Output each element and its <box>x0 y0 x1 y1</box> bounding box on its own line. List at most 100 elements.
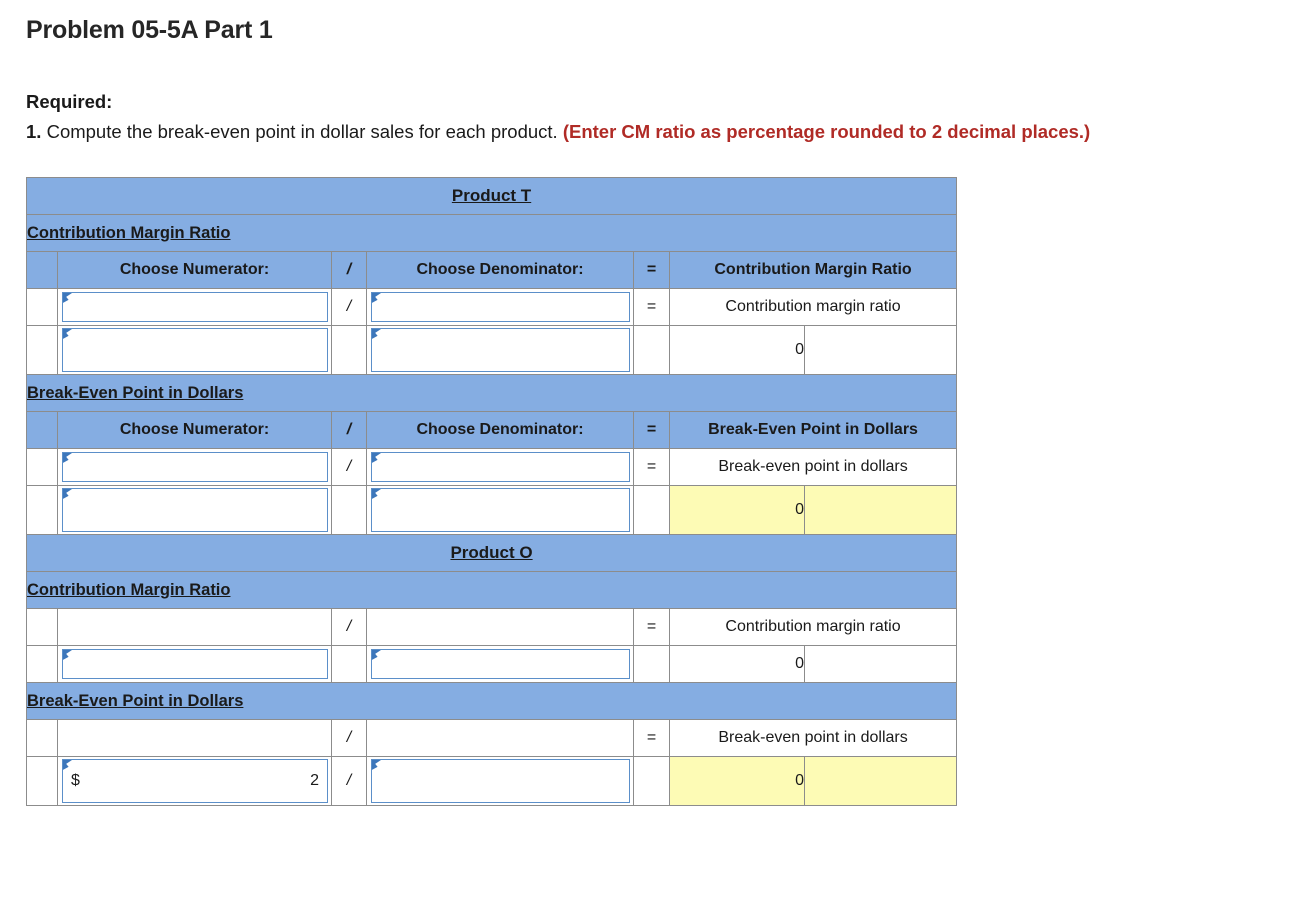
numerator-answer-input-t-cm[interactable] <box>62 328 328 372</box>
denominator-answer-input-t-bep[interactable] <box>371 488 630 532</box>
gutter-cell <box>26 756 58 806</box>
gutter-cell <box>26 645 58 683</box>
formula-answer-row: 0 <box>26 325 958 375</box>
section-heading-t-bep: Break-Even Point in Dollars <box>25 374 958 412</box>
numerator-input-t-cm[interactable] <box>62 292 328 322</box>
section-heading-t-cm: Contribution Margin Ratio <box>25 214 958 252</box>
numerator-input-cell[interactable] <box>57 288 332 326</box>
dropdown-flag-icon <box>372 293 381 305</box>
result-label-o-cm: Contribution margin ratio <box>668 608 958 646</box>
dropdown-flag-icon <box>63 293 72 305</box>
header-divide-symbol: / <box>331 411 367 449</box>
requirements-block: Required: 1. Compute the break-even poin… <box>26 87 1281 147</box>
formula-input-row: / = Break-even point in dollars <box>26 448 958 486</box>
numerator-blank-cell-o-cm[interactable] <box>57 608 332 646</box>
formula-input-row: / = Break-even point in dollars <box>26 719 958 757</box>
product-title-row: Product O <box>25 534 958 572</box>
equals-operator: = <box>633 719 670 757</box>
section-heading-o-cm: Contribution Margin Ratio <box>25 571 958 609</box>
gutter-cell <box>26 485 58 535</box>
product-title-o: Product O <box>25 534 958 572</box>
numerator-input-t-bep[interactable] <box>62 452 328 482</box>
numerator-input-cell[interactable] <box>57 448 332 486</box>
denominator-blank-cell-o-cm[interactable] <box>366 608 634 646</box>
dropdown-flag-icon <box>63 650 72 662</box>
gutter-cell <box>26 411 58 449</box>
gutter-cell <box>26 251 58 289</box>
header-choose-denominator: Choose Denominator: <box>366 411 634 449</box>
numerator-input-cell[interactable] <box>57 485 332 535</box>
dropdown-flag-icon <box>372 329 381 341</box>
dropdown-flag-icon <box>372 489 381 501</box>
answer-value-o-bep: 0 <box>669 756 805 806</box>
divide-spacer <box>331 485 367 535</box>
numerator-input-cell[interactable]: $ 2 <box>57 756 332 806</box>
result-label-t-cm: Contribution margin ratio <box>668 288 958 326</box>
answer-unit-cell-o-bep <box>803 756 958 806</box>
divide-operator: / <box>331 288 367 326</box>
numerator-input-cell[interactable] <box>57 325 332 375</box>
equals-spacer <box>633 485 670 535</box>
answer-unit-cell-t-cm <box>803 325 958 375</box>
formula-input-row: / = Contribution margin ratio <box>26 608 958 646</box>
section-heading-row: Break-Even Point in Dollars <box>25 374 958 412</box>
result-label-o-bep: Break-even point in dollars <box>668 719 958 757</box>
equals-spacer <box>633 325 670 375</box>
required-label: Required: <box>26 91 113 112</box>
denominator-answer-input-t-cm[interactable] <box>371 328 630 372</box>
numerator-answer-input-o-bep[interactable]: $ 2 <box>62 759 328 803</box>
divide-operator: / <box>331 756 367 806</box>
section-heading-row: Contribution Margin Ratio <box>25 214 958 252</box>
formula-input-row: / = Contribution margin ratio <box>26 288 958 326</box>
product-title-row: Product T <box>25 177 958 215</box>
dropdown-flag-icon <box>63 489 72 501</box>
denominator-input-cell[interactable] <box>366 325 634 375</box>
product-title-t: Product T <box>25 177 958 215</box>
header-equals-symbol: = <box>633 411 670 449</box>
denominator-answer-input-o-bep[interactable] <box>371 759 630 803</box>
equals-operator: = <box>633 448 670 486</box>
denominator-input-t-bep[interactable] <box>371 452 630 482</box>
gutter-cell <box>26 325 58 375</box>
denominator-input-cell[interactable] <box>366 448 634 486</box>
numerator-blank-cell-o-bep[interactable] <box>57 719 332 757</box>
denominator-input-t-cm[interactable] <box>371 292 630 322</box>
section-heading-row: Break-Even Point in Dollars <box>25 682 958 720</box>
denominator-blank-cell-o-bep[interactable] <box>366 719 634 757</box>
denominator-input-cell[interactable] <box>366 288 634 326</box>
page-title: Problem 05-5A Part 1 <box>26 16 273 44</box>
dropdown-flag-icon <box>372 760 381 772</box>
denominator-input-cell[interactable] <box>366 485 634 535</box>
divide-operator: / <box>331 719 367 757</box>
dropdown-flag-icon <box>372 453 381 465</box>
header-result-cm-ratio: Contribution Margin Ratio <box>668 251 958 289</box>
denominator-input-cell[interactable] <box>366 645 634 683</box>
denominator-answer-input-o-cm[interactable] <box>371 649 630 679</box>
section-heading-row: Contribution Margin Ratio <box>25 571 958 609</box>
header-divide-symbol: / <box>331 251 367 289</box>
problem-page: Problem 05-5A Part 1 Required: 1. Comput… <box>0 16 1292 806</box>
divide-operator: / <box>331 448 367 486</box>
equals-spacer <box>633 645 670 683</box>
header-choose-numerator: Choose Numerator: <box>57 251 332 289</box>
numerator-input-cell[interactable] <box>57 645 332 683</box>
answer-unit-cell-o-cm <box>803 645 958 683</box>
equals-operator: = <box>633 608 670 646</box>
equals-operator: = <box>633 288 670 326</box>
answer-unit-cell-t-bep <box>803 485 958 535</box>
header-result-bep: Break-Even Point in Dollars <box>668 411 958 449</box>
column-header-row: Choose Numerator: / Choose Denominator: … <box>26 251 958 289</box>
header-equals-symbol: = <box>633 251 670 289</box>
currency-symbol: $ <box>71 772 80 789</box>
gutter-cell <box>26 608 58 646</box>
column-header-row: Choose Numerator: / Choose Denominator: … <box>26 411 958 449</box>
numerator-value: 2 <box>310 772 319 789</box>
formula-answer-row: 0 <box>26 645 958 683</box>
numerator-answer-input-t-bep[interactable] <box>62 488 328 532</box>
answer-value-t-cm: 0 <box>669 325 805 375</box>
header-choose-numerator: Choose Numerator: <box>57 411 332 449</box>
numerator-answer-input-o-cm[interactable] <box>62 649 328 679</box>
denominator-input-cell[interactable] <box>366 756 634 806</box>
divide-spacer <box>331 325 367 375</box>
result-label-t-bep: Break-even point in dollars <box>668 448 958 486</box>
